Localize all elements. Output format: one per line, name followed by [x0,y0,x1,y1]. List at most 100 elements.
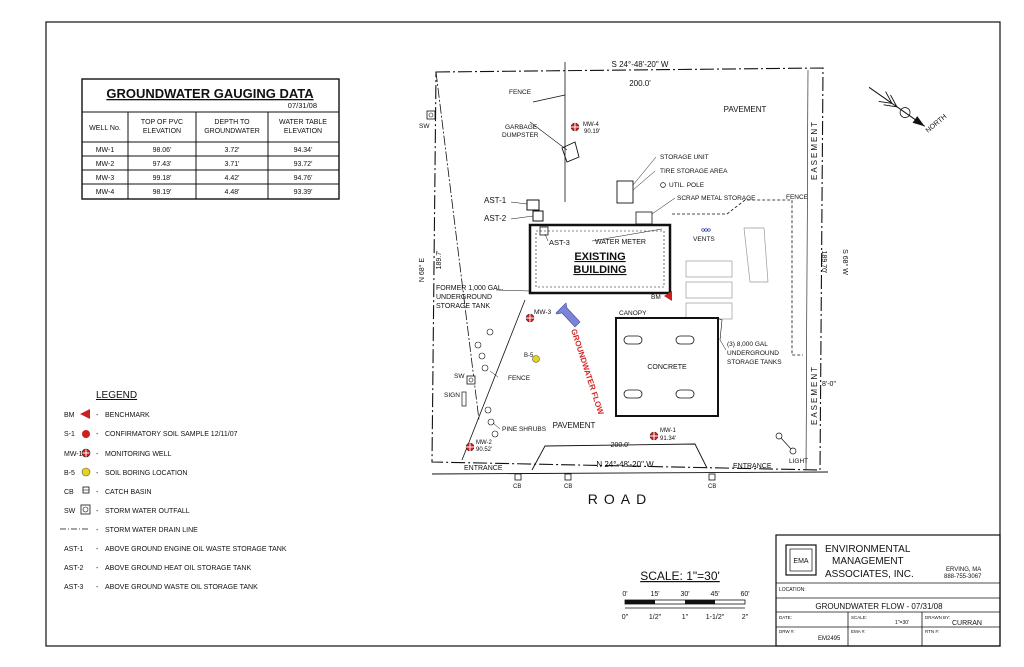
legend-code: AST-3 [64,584,84,591]
dumpster [561,141,580,163]
table-cell: 98.19' [153,189,172,196]
building-label-1: EXISTING [574,251,625,263]
vents-label: VENTS [693,236,715,243]
benchmark [664,291,672,301]
former-ust-label-3: STORAGE TANK [436,303,490,310]
ast-3-tank [539,226,549,236]
table-cell: 99.18' [153,175,172,182]
scale-tick-inches: 0" [622,614,629,621]
benchmark-icon [80,409,90,419]
drw-label: DRW #: [779,629,795,634]
monitoring-well-mw4 [570,122,580,132]
table-cell: 94.34' [294,147,313,154]
cb-label-1: CB [513,484,521,490]
legend-code: CB [64,489,74,496]
legend-label: STORM WATER DRAIN LINE [105,527,198,534]
table-header-cell: WELL No. [89,125,121,132]
table-header-cell: TOP OF PVC [141,119,183,126]
logo-text: EMA [793,558,809,565]
table-cell: 97.43' [153,161,172,168]
soil-boring-b5 [532,355,540,363]
sheet-border [45,21,1001,647]
distance-bottom: 200.0' [611,442,630,449]
drawn-by-label: DRAWN BY: [925,615,950,620]
north-label: NORTH [925,113,948,134]
sign [461,391,467,407]
mw3-label: MW-3 [534,309,552,316]
catch-basin-icon [82,486,90,494]
cb-label-2: CB [564,484,572,490]
easement-top: EASEMENT [810,120,819,180]
storm-drain-line [435,71,480,421]
entrance-island [531,443,708,471]
dumpster-label: DUMPSTER [502,132,539,139]
scale-tick-feet: 0' [622,591,627,598]
table-cell: MW-3 [96,175,115,182]
road-label: ROAD [588,491,652,507]
table-cell: MW-4 [96,189,115,196]
ast-1-label: AST-1 [484,196,507,205]
scale-value: 1"=30' [895,620,909,626]
scale-tick-feet: 60' [740,591,749,598]
legend-label: CONFIRMATORY SOIL SAMPLE 12/11/07 [105,431,238,438]
property-boundary [431,67,824,471]
soil-boring-icon [81,467,91,477]
table-cell: 4.48' [225,189,240,196]
legend-label: ABOVE GROUND WASTE OIL STORAGE TANK [105,584,258,591]
scale-tick-feet: 30' [680,591,689,598]
mw1-label: MW-1 [660,428,677,434]
distance-right: 189.70' [820,251,827,274]
former-ust-label-2: UNDERGROUND [436,294,492,301]
groundwater-flow-label: GROUNDWATER FLOW [569,328,605,416]
light-label: LIGHT [789,458,808,465]
mw1-elev: 91.34' [660,436,676,442]
easement-bottom: EASEMENT [810,365,819,425]
drw-value: EM2495 [818,636,841,642]
fence-line-left [461,299,526,461]
util-pole-label: UTIL. POLE [669,182,705,189]
fence-label-top: FENCE [509,89,532,96]
legend-label: SOIL BORING LOCATION [105,470,187,477]
legend-label: BENCHMARK [105,412,150,419]
legend-dash: - [96,527,99,534]
distance-top: 200.0' [629,79,651,88]
legend-title: LEGEND [96,390,137,401]
table-header-cell: DEPTH TO [214,119,250,126]
monitoring-well-icon [81,448,91,458]
table-cell: MW-2 [96,161,115,168]
bm-label: BM [651,294,661,301]
storm-outfall-mid [466,375,476,385]
sw-label-top: SW [419,123,430,130]
company-line-1: ENVIRONMENTAL [825,544,911,555]
legend-code: MW-1 [64,451,83,458]
bearing-left: N 68° E [418,258,426,283]
company-city: ERVING, MA [946,567,981,573]
fence-label-left: FENCE [508,375,531,382]
pine-shrubs [474,328,499,438]
scale-label: SCALE: [851,615,867,620]
scale-tick-inches: 1-1/2" [706,614,725,621]
legend-code: AST-2 [64,565,84,572]
ast-2-label: AST-2 [484,214,507,223]
light-poles [775,432,797,455]
groundwater-flow-arrow [555,302,581,328]
legend-dash: - [96,431,99,438]
ema-label: EMA #: [851,629,866,634]
legend-code: S-1 [64,431,75,438]
ust-8000-label-2: UNDERGROUND [727,350,779,357]
table-cell: 3.72' [225,147,240,154]
legend-code: SW [64,508,76,515]
pavement-top: PAVEMENT [724,105,767,114]
table-cell: 94.76' [294,175,313,182]
soil-sample-icon [82,430,90,438]
legend-code: BM [64,412,75,419]
table-header-cell: ELEVATION [284,128,322,135]
north-arrow [868,86,926,127]
legend-code: AST-1 [64,546,84,553]
sign-label: SIGN [444,392,460,399]
water-meter-label: WATER METER [595,239,646,246]
legend-label: CATCH BASIN [105,489,152,496]
tire-storage-label: TIRE STORAGE AREA [660,168,728,175]
legend-label: ABOVE GROUND ENGINE OIL WASTE STORAGE TA… [105,546,287,553]
